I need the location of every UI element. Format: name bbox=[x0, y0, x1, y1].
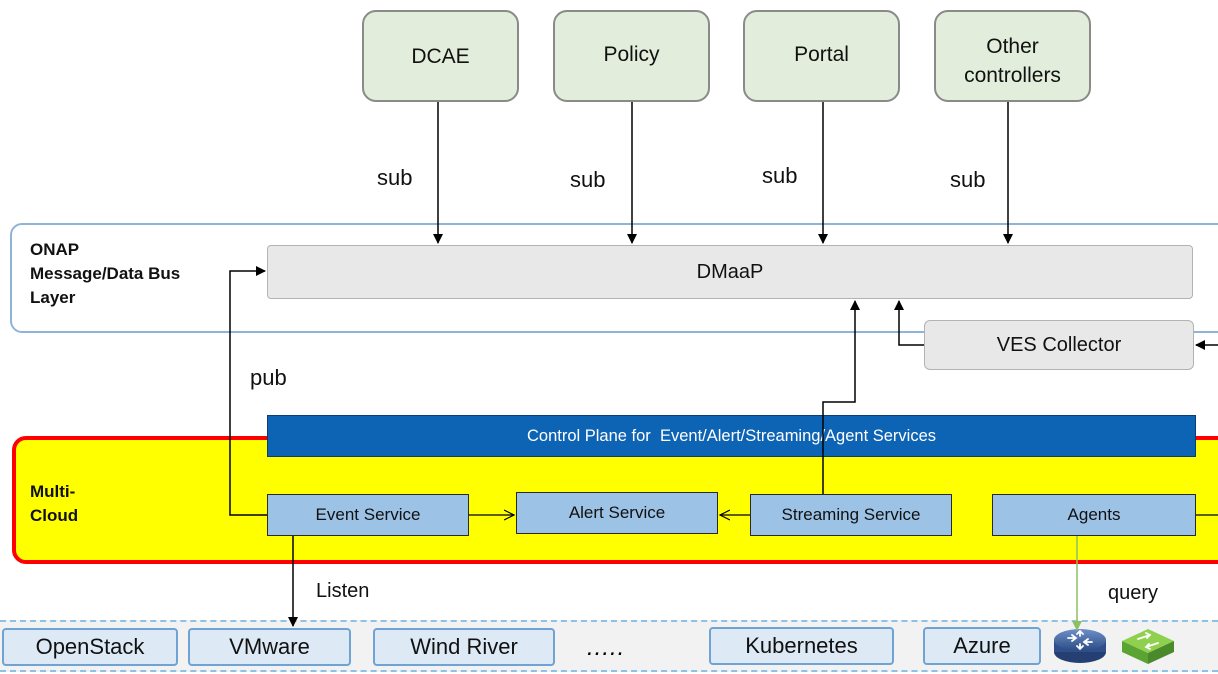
streaming-service-label: Streaming Service bbox=[781, 505, 921, 524]
sub-label-other: sub bbox=[950, 167, 986, 192]
other-controllers-label: Other controllers bbox=[964, 35, 1061, 87]
pub-arrow bbox=[229, 266, 267, 516]
dmaap-bus: DMaaP bbox=[267, 245, 1193, 299]
streaming-service-box: Streaming Service bbox=[750, 494, 952, 536]
alert-service-label: Alert Service bbox=[568, 503, 666, 522]
policy-label: Policy bbox=[603, 43, 660, 66]
agents-box: Agents bbox=[992, 494, 1196, 536]
sub-label-portal: sub bbox=[762, 163, 798, 188]
ves-collector-label: VES Collector bbox=[996, 333, 1122, 356]
control-plane-bar: Control Plane for Event/Alert/Streaming/… bbox=[267, 415, 1196, 457]
infra-ellipsis: ..... bbox=[587, 634, 626, 661]
portal-box: Portal bbox=[743, 10, 900, 102]
ves-publish-arrow bbox=[894, 300, 924, 346]
sub-label-policy: sub bbox=[570, 167, 606, 192]
sub-label-dcae: sub bbox=[377, 165, 413, 190]
event-service-label: Event Service bbox=[315, 505, 421, 524]
dcae-label: DCAE bbox=[411, 45, 470, 68]
alert-service-box: Alert Service bbox=[516, 492, 718, 534]
infra-wind-river-label: Wind River bbox=[410, 634, 518, 659]
infra-azure: Azure bbox=[923, 627, 1041, 665]
infra-wind-river: Wind River bbox=[373, 628, 555, 666]
query-label: query bbox=[1108, 582, 1159, 604]
infra-kubernetes-label: Kubernetes bbox=[745, 633, 858, 658]
switch-icon bbox=[1120, 626, 1176, 668]
infra-vmware-label: VMware bbox=[229, 634, 310, 659]
portal-label: Portal bbox=[794, 43, 849, 66]
dmaap-label: DMaaP bbox=[696, 260, 764, 283]
router-icon bbox=[1050, 626, 1110, 666]
policy-box: Policy bbox=[553, 10, 710, 102]
listen-label: Listen bbox=[316, 580, 370, 602]
other-controllers-box: Other controllers bbox=[934, 10, 1091, 102]
pub-label: pub bbox=[250, 365, 287, 390]
infra-vmware: VMware bbox=[188, 628, 351, 666]
infra-kubernetes: Kubernetes bbox=[709, 627, 894, 665]
event-service-box: Event Service bbox=[267, 494, 469, 536]
infra-azure-label: Azure bbox=[953, 633, 1011, 658]
ves-collector-box: VES Collector bbox=[924, 320, 1194, 370]
control-plane-label: Control Plane for Event/Alert/Streaming/… bbox=[526, 426, 937, 445]
agents-label: Agents bbox=[1067, 505, 1121, 524]
onap-layer-label: ONAP Message/Data Bus Layer bbox=[30, 240, 181, 308]
infra-openstack: OpenStack bbox=[2, 628, 178, 666]
dcae-box: DCAE bbox=[362, 10, 519, 102]
infra-openstack-label: OpenStack bbox=[35, 634, 145, 659]
multicloud-label: Multi- Cloud bbox=[30, 482, 79, 526]
streaming-publish-arrow bbox=[822, 300, 860, 494]
